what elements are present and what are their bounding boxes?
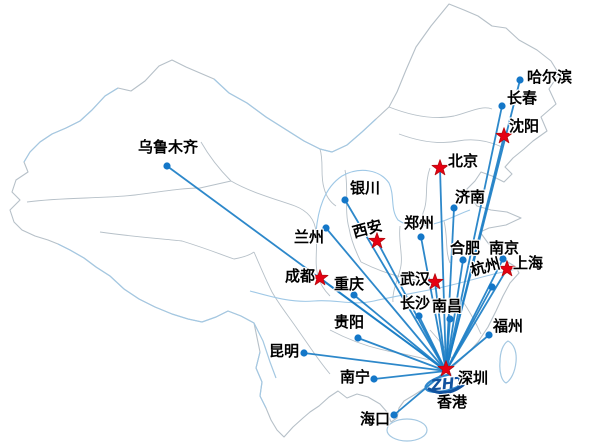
city-label: 南宁 — [340, 368, 371, 386]
country-boundary — [9, 3, 560, 438]
city-star-marker — [498, 260, 516, 277]
route-line — [420, 236, 447, 372]
zht-logo: ZHT — [424, 373, 468, 395]
city-dot-marker — [163, 162, 171, 170]
city-label: 海口 — [360, 410, 391, 428]
city-label: 深圳 — [458, 369, 489, 387]
rivers — [249, 169, 518, 304]
route-line — [319, 277, 447, 372]
city-dot-marker — [415, 312, 423, 320]
city-star-marker — [426, 273, 444, 290]
city-star-marker — [437, 360, 455, 377]
city-label: 重庆 — [334, 275, 365, 293]
city-label: 沈阳 — [509, 117, 540, 135]
route-line — [445, 286, 493, 372]
route-line — [445, 334, 490, 372]
city-dot-marker — [322, 224, 330, 232]
city-label: 乌鲁木齐 — [138, 138, 199, 156]
islands — [386, 340, 517, 442]
city-star-marker — [368, 232, 386, 249]
city-dot-marker — [341, 196, 349, 204]
route-line — [445, 105, 503, 372]
city-label: 南京 — [489, 239, 520, 257]
city-dot-marker — [459, 256, 467, 264]
city-label: 上海 — [513, 254, 544, 272]
province-borders — [26, 106, 503, 375]
city-label: 北京 — [448, 152, 479, 170]
route-line — [445, 259, 464, 372]
city-label: 福州 — [493, 317, 524, 335]
city-label: 昆明 — [269, 342, 300, 360]
city-star-marker — [311, 269, 329, 286]
city-dot-marker — [485, 331, 493, 339]
city-label: 成都 — [285, 267, 316, 285]
city-label: 南昌 — [432, 297, 463, 315]
city-star-marker — [431, 159, 449, 176]
city-dot-marker — [354, 334, 362, 342]
route-line — [344, 199, 447, 372]
city-markers — [163, 76, 524, 419]
city-label: 郑州 — [404, 214, 435, 232]
city-dot-marker — [488, 283, 496, 291]
city-dot-marker — [499, 255, 507, 263]
route-line — [445, 135, 505, 372]
city-label: 武汉 — [400, 270, 431, 288]
city-label: 长沙 — [400, 294, 431, 312]
city-dot-marker — [300, 349, 308, 357]
city-label: 长春 — [507, 89, 538, 107]
route-line — [373, 370, 447, 380]
city-dot-marker — [390, 411, 398, 419]
city-dot-marker — [350, 291, 358, 299]
city-label: 贵阳 — [334, 313, 365, 331]
city-label: 香港 — [437, 393, 468, 411]
city-label: 哈尔滨 — [527, 68, 573, 86]
city-dot-marker — [516, 76, 524, 84]
route-line — [325, 227, 447, 372]
city-dot-marker — [450, 204, 458, 212]
city-dot-marker — [446, 315, 454, 323]
route-line — [434, 281, 447, 372]
route-line — [357, 337, 447, 372]
route-line — [418, 315, 447, 372]
city-dot-marker — [370, 375, 378, 383]
zht-logo-text: ZHT — [429, 373, 467, 395]
city-label: 兰州 — [294, 228, 325, 246]
route-line — [353, 294, 447, 372]
route-line — [303, 352, 447, 372]
city-dot-marker — [498, 102, 506, 110]
city-label: 银川 — [350, 179, 381, 197]
city-dot-marker — [417, 233, 425, 241]
city-star-marker — [495, 127, 513, 144]
city-label: 济南 — [455, 188, 486, 206]
route-line — [439, 167, 447, 372]
city-label: 合肥 — [450, 239, 481, 257]
route-lines — [166, 79, 521, 416]
